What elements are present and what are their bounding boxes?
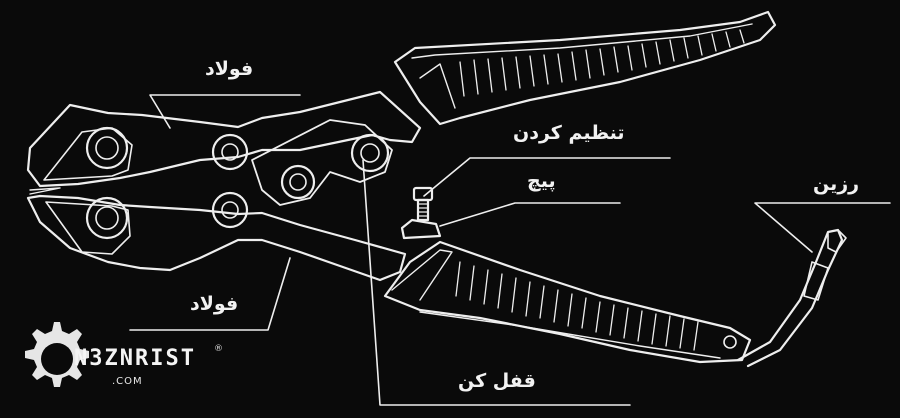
adjust-label: تنظیم کردن [513, 122, 625, 144]
bolt-label: پیچ [527, 170, 556, 192]
lower-jaw [26, 194, 407, 282]
upper-handle [393, 10, 777, 126]
lock-clip [736, 228, 847, 368]
logo-name: N3ZNRIST [74, 346, 196, 371]
linkage-plate [251, 119, 393, 206]
blade-gap [29, 187, 61, 195]
lower-handle-grip [455, 261, 699, 351]
bottom-steel-label: فولاد [190, 293, 239, 315]
top-steel-label: فولاد [205, 58, 254, 80]
upper-jaw [26, 90, 422, 188]
adjuster-bolt [400, 186, 442, 240]
callout-lines [129, 94, 891, 406]
brand-logo: N3ZNRIST ® .COM [14, 314, 229, 404]
pivot-bolts [85, 126, 390, 240]
lock-label: قفل کن [458, 370, 536, 392]
logo-domain: .COM [112, 376, 143, 387]
lower-handle [383, 240, 752, 364]
upper-handle-grip [459, 29, 745, 97]
gear-icon [25, 322, 89, 387]
rubber-label: رزین [813, 173, 860, 195]
trademark-symbol: ® [214, 344, 223, 354]
